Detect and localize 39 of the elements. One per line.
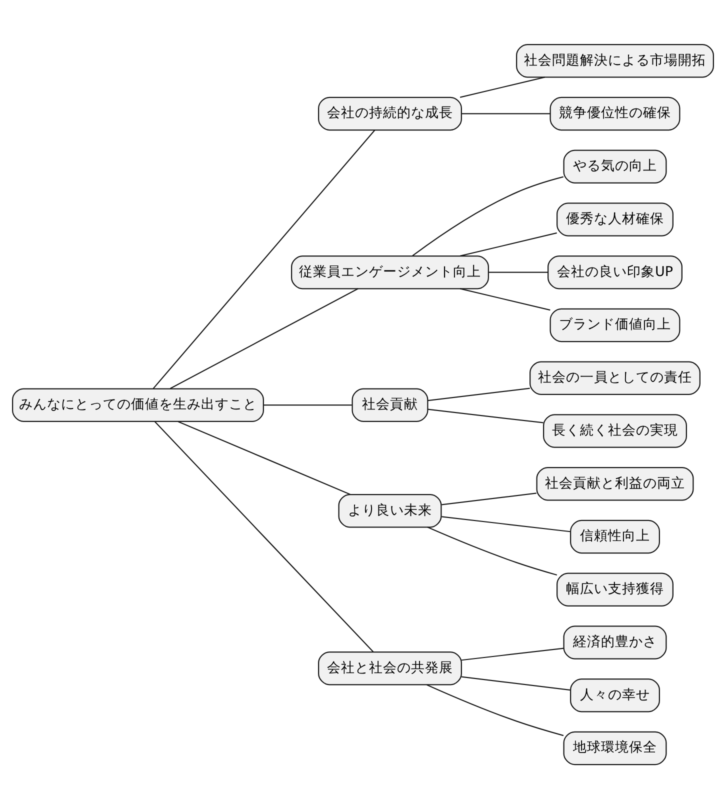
node-box: 従業員エンゲージメント向上: [291, 255, 489, 290]
node-box: 社会貢献と利益の両立: [536, 466, 694, 501]
node-box: 会社の良い印象UP: [548, 255, 682, 290]
connector: [428, 388, 530, 402]
connector: [462, 676, 570, 691]
connector: [152, 130, 376, 389]
node-box: 信頼性向上: [570, 520, 660, 554]
connector: [154, 421, 374, 652]
connector: [428, 408, 544, 424]
node-box: ブランド価値向上: [550, 308, 680, 342]
node-box: 社会問題解決による市場開拓: [516, 44, 714, 78]
node-box: 優秀な人材確保: [556, 202, 674, 236]
node-box: 地球環境保全: [563, 731, 667, 766]
connector: [460, 288, 550, 311]
connector: [442, 492, 536, 506]
node-box: 社会貢献: [352, 388, 428, 422]
connector: [442, 516, 570, 532]
node-box: やる気の向上: [563, 150, 667, 184]
connector: [460, 76, 545, 98]
connector: [178, 421, 350, 495]
node-box: 社会の一員としての責任: [530, 361, 700, 395]
node-box: 長く続く社会の実現: [543, 414, 687, 448]
connector: [462, 113, 550, 114]
connector: [264, 404, 352, 406]
node-box: 人々の幸せ: [570, 678, 660, 712]
connector: [488, 272, 548, 273]
connector: [426, 684, 564, 736]
connector: [170, 288, 358, 390]
connector: [412, 176, 564, 256]
node-box: 競争優位性の確保: [550, 96, 680, 131]
node-box: みんなにとっての価値を生み出すこと: [12, 388, 264, 422]
node-box: 幅広い支持獲得: [556, 572, 674, 606]
node-box: より良い未来: [338, 494, 442, 528]
connector: [462, 648, 564, 661]
node-box: 会社の持続的な成長: [318, 96, 462, 131]
node-box: 会社と社会の共発展: [318, 651, 462, 686]
connector: [427, 526, 558, 576]
connector: [460, 232, 557, 256]
node-box: 経済的豊かさ: [563, 626, 667, 660]
